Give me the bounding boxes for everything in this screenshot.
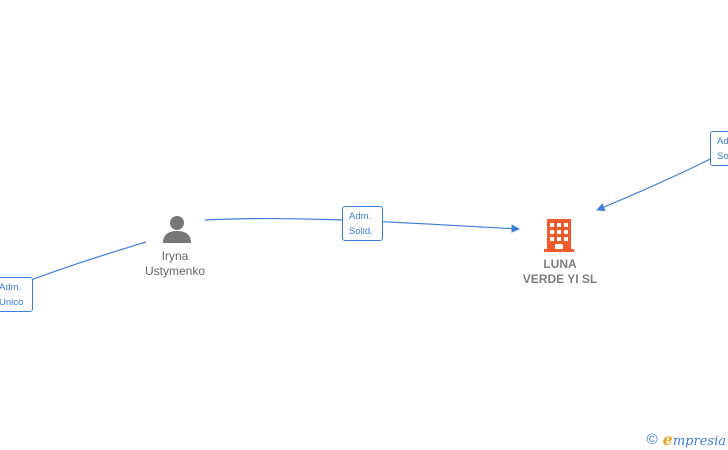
edge-label-adm-right[interactable]: Adm. Solid. (710, 131, 728, 166)
edge-label-line2: Solid. (717, 151, 728, 162)
person-node-label[interactable]: Iryna Ustymenko (120, 249, 230, 279)
edge-label-line1: Adm. (0, 282, 22, 293)
edge-label-line2: Solid. (349, 226, 373, 237)
edge-label-adm-unico[interactable]: Adm. Unico (0, 277, 33, 312)
company-name-line1: LUNA (543, 257, 577, 271)
edge-label-adm-solid[interactable]: Adm. Solid. (342, 206, 383, 241)
edge-label-line1: Adm. (717, 136, 728, 147)
footer-brand: © empresia (647, 428, 726, 450)
person-name-line2: Ustymenko (144, 264, 206, 278)
person-icon[interactable] (163, 216, 191, 243)
building-icon[interactable] (544, 219, 574, 252)
company-node-label[interactable]: LUNA VERDE YI SL (495, 257, 625, 287)
brand-logo-initial: e (662, 429, 673, 449)
copyright-icon: © (646, 430, 658, 448)
edge-label-line1: Adm. (349, 211, 372, 222)
brand-logo[interactable]: empresia (663, 430, 726, 449)
brand-logo-text: mpresia (672, 433, 726, 449)
edge-right-to-company (596, 149, 728, 211)
edge-label-line2: Unico (0, 297, 24, 308)
company-name-line2: VERDE YI SL (522, 272, 598, 286)
person-name-line1: Iryna (161, 249, 189, 263)
